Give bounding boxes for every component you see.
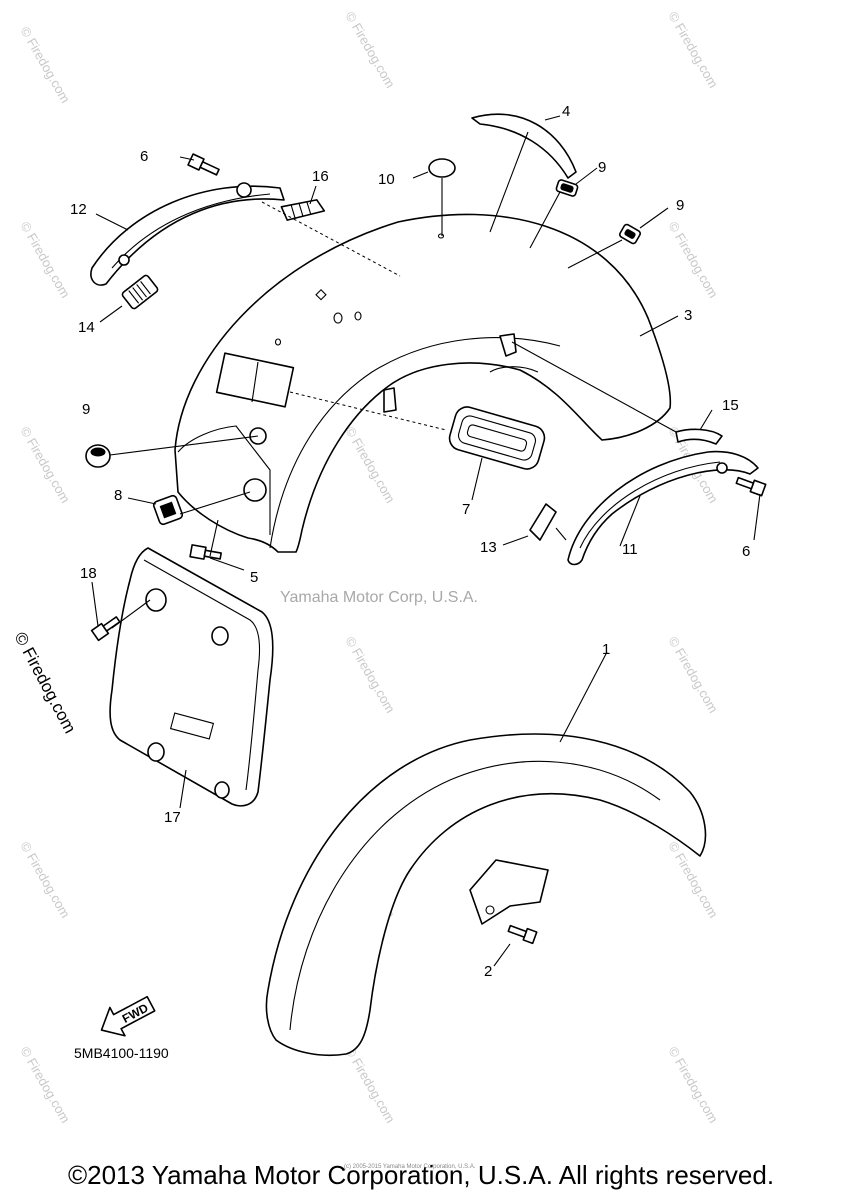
part-1-front-fender xyxy=(265,733,707,1057)
part-6-bolt-b xyxy=(735,476,767,497)
callout-13: 13 xyxy=(480,539,497,556)
watermark: © Firedog.com xyxy=(665,9,721,91)
copyright-footer: ©2013 Yamaha Motor Corporation, U.S.A. A… xyxy=(67,1160,775,1190)
part-15-cap xyxy=(675,428,723,445)
callout-11: 11 xyxy=(622,541,638,558)
part-9-grommet-a xyxy=(555,179,579,197)
fwd-arrow: FWD xyxy=(100,995,156,1037)
watermark: © Firedog.com xyxy=(342,424,398,506)
callout-1: 1 xyxy=(602,641,610,658)
watermark: © Firedog.com xyxy=(665,634,721,716)
callout-5: 5 xyxy=(250,569,258,586)
watermark: © Firedog.com xyxy=(17,219,73,301)
callout-9: 9 xyxy=(676,197,684,214)
callout-17: 17 xyxy=(164,809,181,826)
callout-3: 3 xyxy=(684,307,692,324)
watermark: © Firedog.com xyxy=(342,1044,398,1126)
callout-9: 9 xyxy=(82,401,90,418)
part-4-trim-strip xyxy=(471,113,577,179)
part-12-rail-left xyxy=(90,182,285,286)
callout-6: 6 xyxy=(742,543,750,560)
part-2-bracket-bolt xyxy=(469,859,549,945)
part-5-bolt xyxy=(189,544,222,560)
callout-12: 12 xyxy=(70,201,87,218)
watermark: © Firedog.com xyxy=(665,1044,721,1126)
callout-9: 9 xyxy=(598,159,606,176)
rear-fender xyxy=(174,213,672,553)
part-13-reflector xyxy=(529,503,557,541)
part-6-bolt-a xyxy=(187,153,220,176)
part-16-reflector xyxy=(280,199,326,221)
part-11-rail-right xyxy=(567,450,759,566)
part-14-reflector xyxy=(121,274,159,310)
part-9-grommet-c xyxy=(85,444,111,468)
callout-4: 4 xyxy=(562,103,570,120)
callout-8: 8 xyxy=(114,487,122,504)
watermark: © Firedog.com xyxy=(17,1044,73,1126)
part-7-panel xyxy=(448,406,546,470)
part-17-side-cover xyxy=(109,547,274,807)
callout-labels: 6 4 10 9 9 16 12 14 3 15 9 8 7 13 11 6 5… xyxy=(70,103,750,980)
callout-6: 6 xyxy=(140,148,148,165)
part-10-emblem xyxy=(428,158,456,178)
callout-15: 15 xyxy=(722,397,739,414)
callout-7: 7 xyxy=(462,501,470,518)
callout-10: 10 xyxy=(378,171,395,188)
watermark: © Firedog.com xyxy=(342,634,398,716)
center-watermark: Yamaha Motor Corp, U.S.A. xyxy=(280,589,478,606)
part-9-grommet-b xyxy=(619,223,641,245)
watermark: © Firedog.com xyxy=(17,24,73,106)
watermark: © Firedog.com xyxy=(17,424,73,506)
small-print: (c) 2005-2015 Yamaha Motor Corporation, … xyxy=(344,1164,476,1170)
watermark: © Firedog.com xyxy=(17,839,73,921)
callout-16: 16 xyxy=(312,168,329,185)
callout-18: 18 xyxy=(80,565,97,582)
diagram-code: 5MB4100-1190 xyxy=(74,1045,169,1061)
leader-lines xyxy=(91,115,761,967)
part-8-grommet xyxy=(152,494,184,526)
watermark: © Firedog.com xyxy=(342,9,398,91)
watermark: © Firedog.com xyxy=(665,219,721,301)
side-watermark: © Firedog.com xyxy=(10,629,79,737)
callout-2: 2 xyxy=(484,963,492,980)
part-18-bolt xyxy=(90,616,121,642)
callout-14: 14 xyxy=(78,319,95,336)
